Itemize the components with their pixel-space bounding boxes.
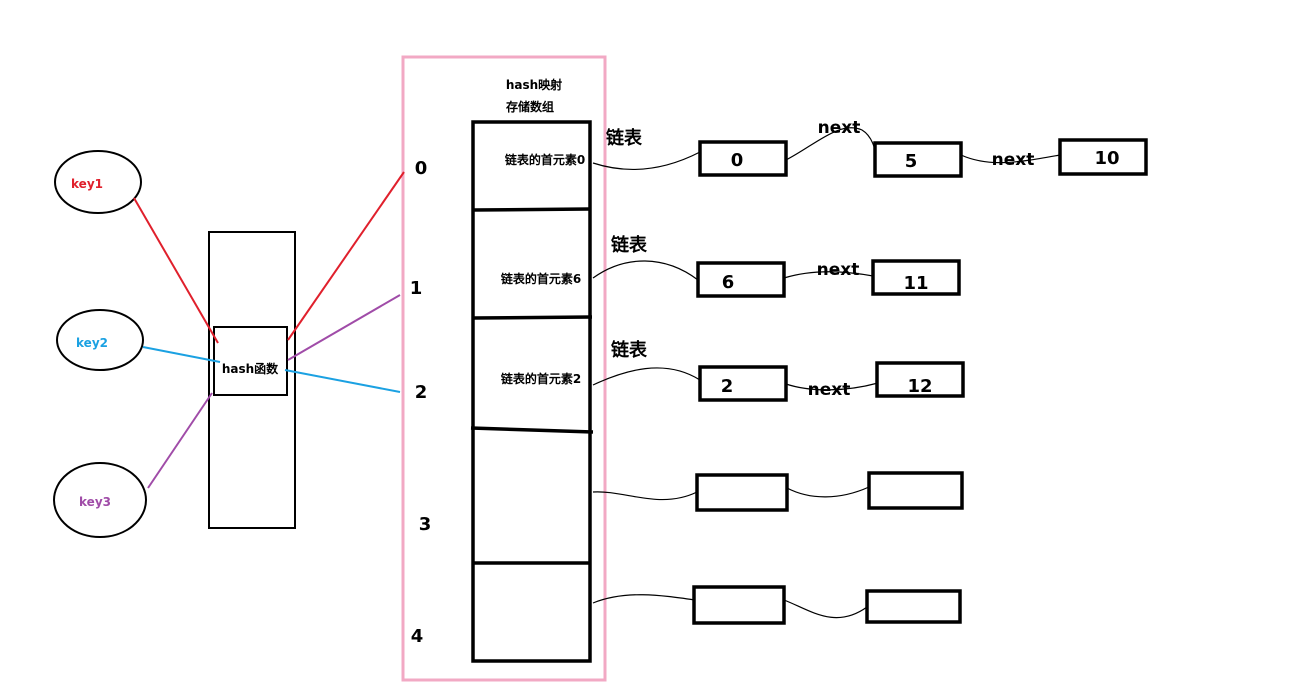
hash-to-index0-line <box>287 171 405 341</box>
key-node-3: key3 <box>53 462 147 538</box>
node-value: 0 <box>731 150 744 171</box>
node-value: 2 <box>721 376 734 397</box>
node-value: 6 <box>722 272 735 293</box>
bucket-to-node-curve <box>592 594 696 604</box>
array-index-3: 3 <box>419 514 432 535</box>
linked-list-node <box>1058 138 1148 176</box>
node-value: 11 <box>903 273 928 294</box>
linked-list-title-1: 链表 <box>611 234 648 256</box>
key3-to-hash-line <box>147 392 213 489</box>
node-link-curve <box>783 599 868 619</box>
key2-to-hash-line <box>142 346 221 363</box>
key-label: key1 <box>71 177 103 191</box>
bucket-to-node-curve <box>592 151 701 171</box>
next-label: next <box>808 380 851 400</box>
bucket-array <box>471 120 592 663</box>
linked-list-node <box>873 141 963 178</box>
hash-function-box <box>213 326 288 396</box>
key1-to-hash-line <box>133 197 219 344</box>
array-index-4: 4 <box>411 626 424 647</box>
node-link-curve <box>960 154 1061 164</box>
bucket-cell-2: 链表的首元素2 <box>501 371 581 386</box>
linked-list-title-0: 链表 <box>606 127 643 149</box>
bucket-to-node-curve <box>592 260 699 281</box>
bucket-to-node-curve <box>592 367 701 386</box>
linked-list-node <box>865 589 962 624</box>
key-label: key3 <box>79 495 111 509</box>
linked-list-node <box>698 365 788 402</box>
bucket-to-node-curve <box>592 491 698 501</box>
node-value: 12 <box>907 376 932 397</box>
linked-list-node <box>875 361 965 398</box>
hash-to-index1-line <box>287 294 401 361</box>
bucket-cell-0: 链表的首元素0 <box>505 152 585 167</box>
key-label: key2 <box>76 336 108 350</box>
bucket-cell-1: 链表的首元素6 <box>501 271 581 286</box>
node-link-curve <box>783 271 874 279</box>
next-label: next <box>817 260 860 280</box>
next-label: next <box>992 150 1035 170</box>
linked-list-node <box>692 585 786 625</box>
linked-list-node <box>698 140 788 177</box>
bucket-divider <box>472 207 591 212</box>
linked-list-node <box>871 259 961 296</box>
node-link-curve <box>786 486 870 498</box>
bucket-divider <box>470 426 594 434</box>
linked-list-node <box>696 261 786 298</box>
array-frame <box>401 55 607 682</box>
array-title-line2: 存储数组 <box>505 99 554 114</box>
node-link-curve <box>785 382 879 391</box>
node-value: 5 <box>905 151 918 172</box>
hash-function-column <box>208 231 296 529</box>
bucket-divider <box>472 315 593 320</box>
linked-list-title-2: 链表 <box>611 339 648 361</box>
next-label: next <box>818 118 861 138</box>
array-index-0: 0 <box>415 158 428 179</box>
key-node-2: key2 <box>56 309 144 371</box>
hash-to-index2-line <box>284 369 401 393</box>
linked-list-node <box>695 473 789 512</box>
linked-list-node <box>867 471 964 510</box>
array-index-1: 1 <box>410 278 423 299</box>
array-title-line1: hash映射 <box>506 77 562 92</box>
array-index-2: 2 <box>415 382 428 403</box>
hash-function-label: hash函数 <box>222 361 279 376</box>
key-node-1: key1 <box>54 150 142 214</box>
node-value: 10 <box>1094 148 1119 169</box>
